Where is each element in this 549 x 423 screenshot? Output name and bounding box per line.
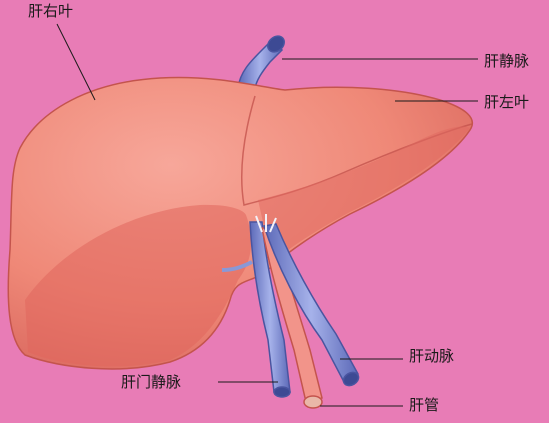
label-left-lobe: 肝左叶 (484, 93, 530, 111)
hepatic-artery-opening (342, 371, 360, 387)
label-hepatic-vein: 肝静脉 (484, 52, 530, 70)
hepatic-vein-opening (267, 35, 285, 53)
portal-vein-opening (273, 386, 291, 398)
label-bile-duct: 肝管 (409, 396, 440, 414)
label-right-lobe: 肝右叶 (28, 2, 74, 20)
label-portal-vein: 肝门静脉 (121, 373, 182, 391)
portal-vein-branch (221, 260, 253, 272)
hepatic-vein-vessel (237, 38, 284, 93)
label-hepatic-artery: 肝动脉 (409, 347, 455, 365)
liver-underside-shading (25, 204, 252, 367)
bile-duct-opening (303, 395, 323, 409)
leader-right-lobe (56, 23, 96, 101)
left-lobe-shading (258, 126, 470, 262)
porta-branches (255, 214, 277, 233)
